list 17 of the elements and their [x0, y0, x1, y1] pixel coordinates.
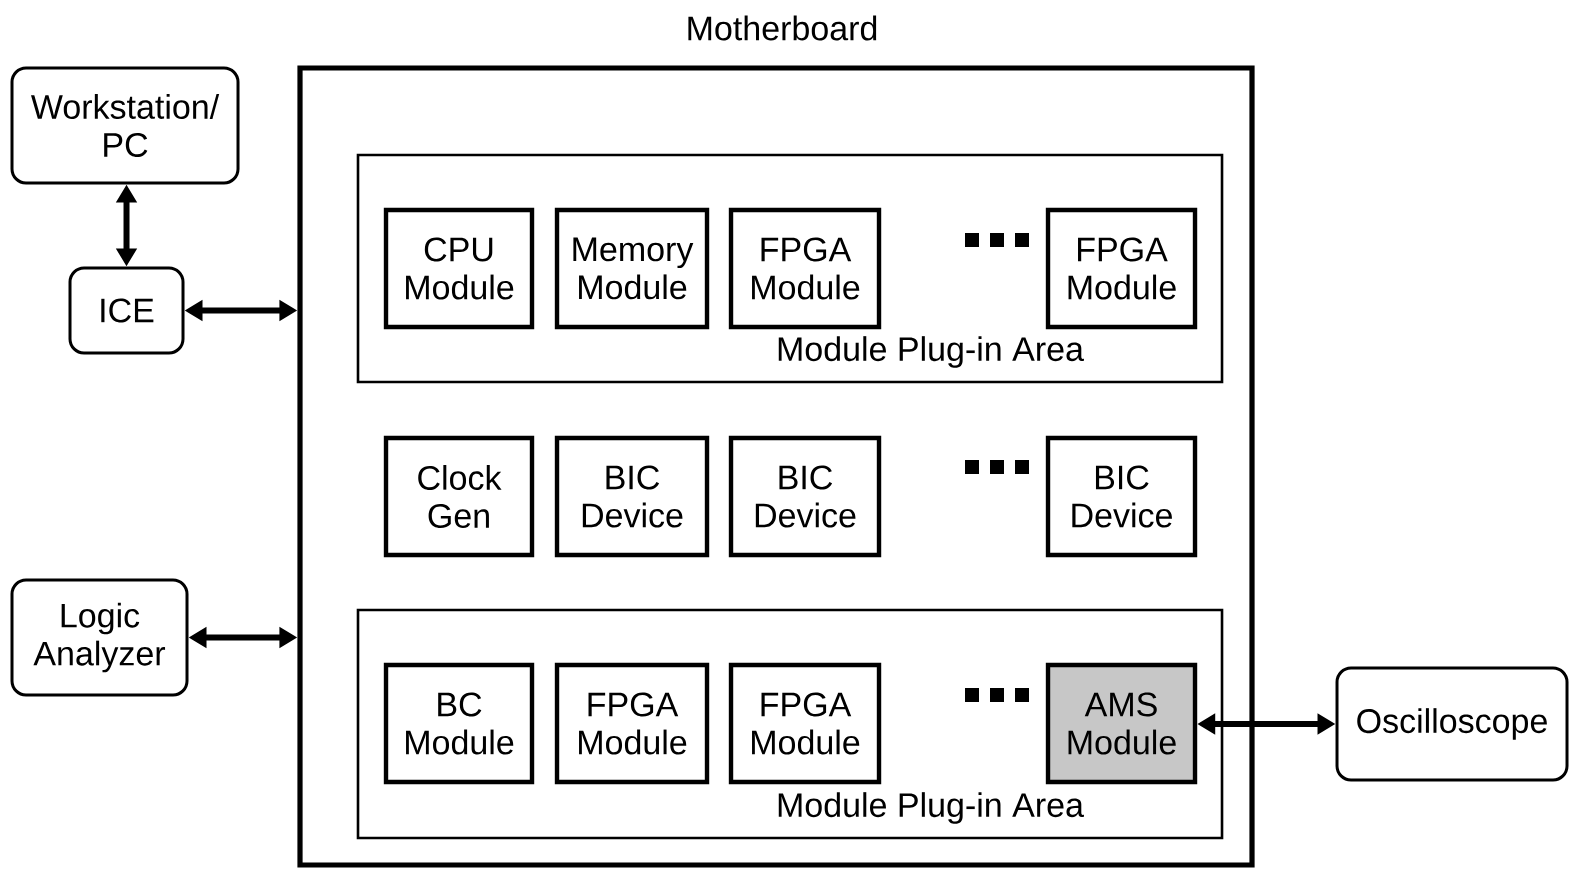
module-box: FPGA Module: [1045, 207, 1198, 330]
node-label: Motherboard: [688, 15, 877, 41]
module-box: BIC Device: [728, 435, 882, 558]
module-box: BIC Device: [1045, 435, 1198, 558]
module-box: FPGA Module: [554, 662, 710, 785]
module-box: AMS Module: [1045, 662, 1198, 785]
module-box: Clock Gen: [383, 435, 535, 558]
device-box: ICE: [68, 266, 185, 355]
module-box: BIC Device: [554, 435, 710, 558]
device-box: Oscilloscope: [1335, 666, 1569, 782]
device-box: Workstation/ PC: [10, 66, 240, 185]
module-box: FPGA Module: [728, 662, 882, 785]
module-box: BC Module: [383, 662, 535, 785]
module-box: FPGA Module: [728, 207, 882, 330]
module-box: Memory Module: [554, 207, 710, 330]
device-box: Logic Analyzer: [10, 578, 189, 697]
module-box: CPU Module: [383, 207, 535, 330]
